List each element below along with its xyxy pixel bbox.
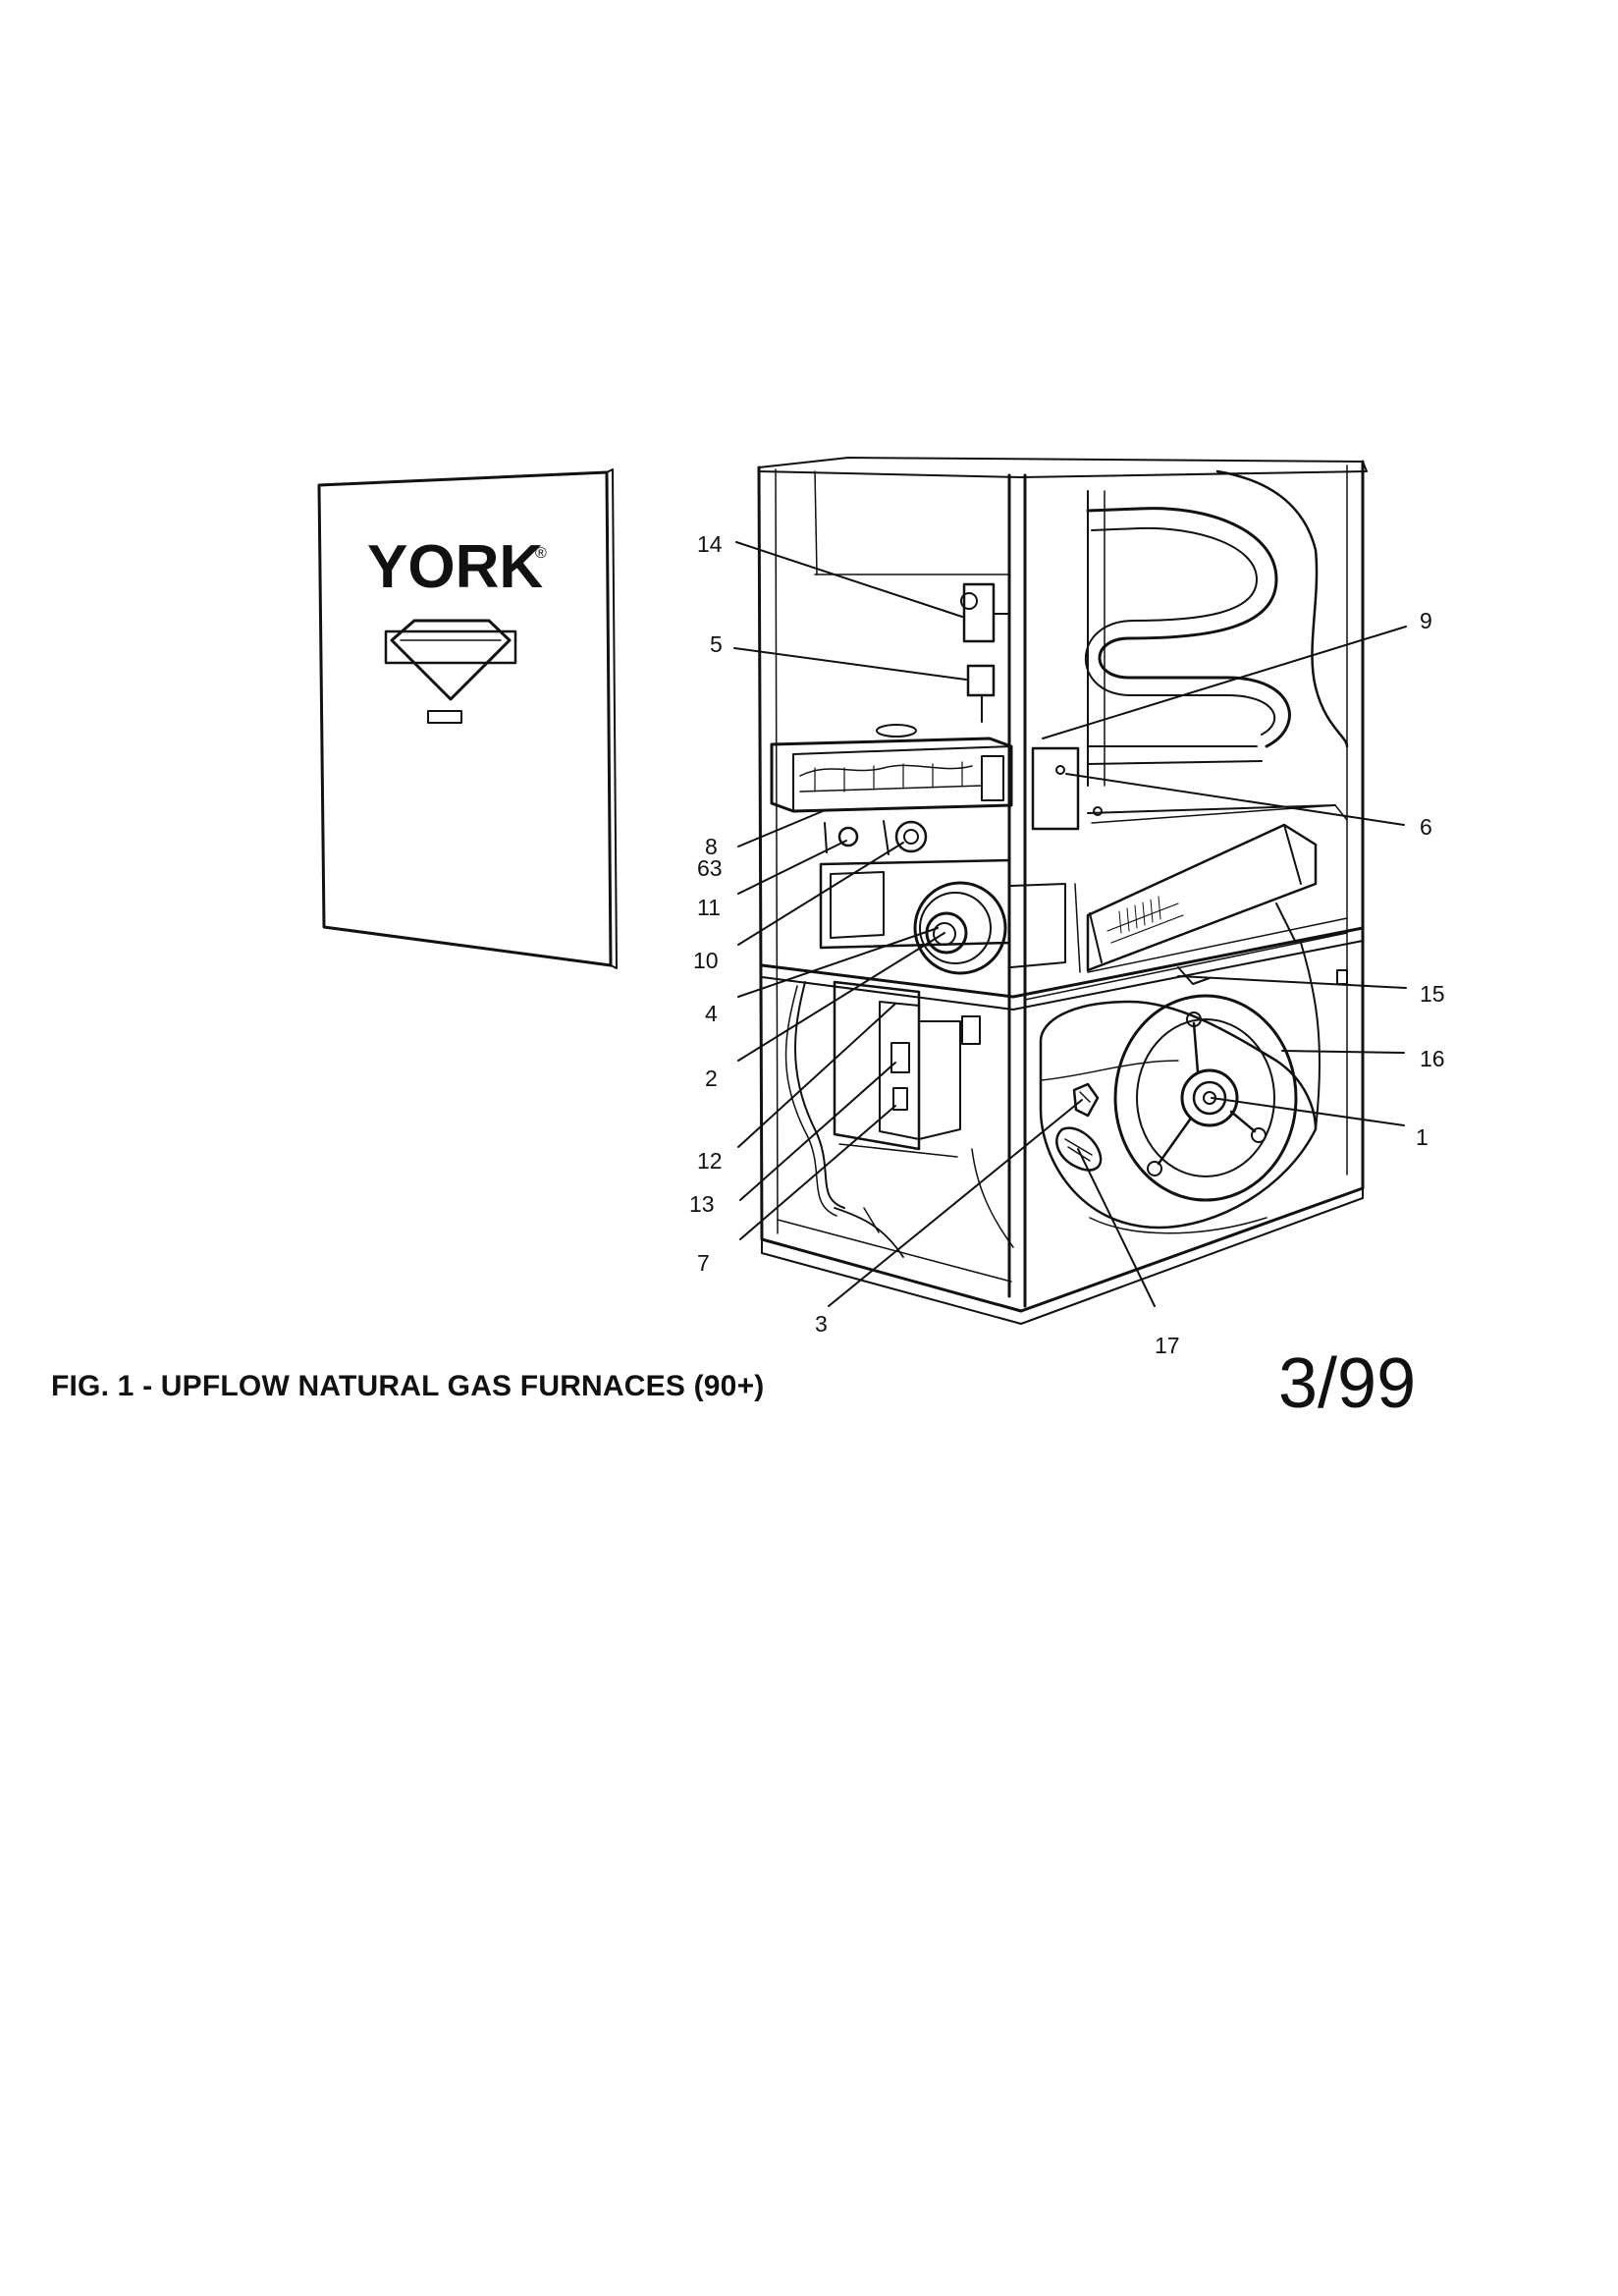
- callout-3: 3: [815, 1311, 828, 1337]
- limit-switch-bracket: [1177, 966, 1348, 985]
- pressure-switch: [1031, 746, 1080, 831]
- callout-7: 7: [697, 1250, 710, 1276]
- leader-line-6: [1065, 773, 1405, 826]
- gas-valve-assembly: [960, 582, 1010, 723]
- callout-6: 6: [1420, 814, 1432, 840]
- leader-line-13: [739, 1062, 896, 1201]
- callout-13: 13: [689, 1191, 715, 1217]
- leader-line-2: [737, 932, 945, 1062]
- leader-line-1: [1211, 1097, 1405, 1126]
- callout-1: 1: [1416, 1124, 1429, 1150]
- leader-line-7: [739, 1105, 896, 1240]
- heat-exchanger: [1085, 469, 1349, 816]
- callout-labels: 14 5 9 6 8 63 11 10 4 15 16 2 1 12 13 7 …: [689, 531, 1445, 1358]
- callout-10: 10: [693, 948, 719, 973]
- york-logo-text: YORK: [367, 533, 543, 601]
- leader-line-9: [1042, 626, 1407, 739]
- control-board: [833, 980, 981, 1158]
- callout-4: 4: [705, 1001, 718, 1026]
- callout-8: 8: [705, 834, 718, 859]
- leader-line-10: [737, 842, 904, 946]
- figure-date: 3/99: [1278, 1344, 1417, 1423]
- callout-15: 15: [1420, 981, 1445, 1007]
- burner-assembly: [770, 724, 1013, 813]
- callout-16: 16: [1420, 1046, 1445, 1071]
- door-interlock-switch: [1072, 1082, 1100, 1118]
- callout-5: 5: [710, 631, 723, 657]
- figure-caption: FIG. 1 - UPFLOW NATURAL GAS FURNACES (90…: [51, 1370, 765, 1402]
- callout-17: 17: [1155, 1333, 1180, 1358]
- circulating-blower: [1039, 942, 1321, 1234]
- leader-line-11: [737, 840, 847, 895]
- leader-line-14: [735, 541, 963, 618]
- leader-lines: [733, 541, 1407, 1307]
- igniter-controls: [824, 820, 928, 855]
- callout-14: 14: [697, 531, 723, 557]
- callout-11: 11: [697, 895, 721, 920]
- front-door-panel: [317, 468, 618, 969]
- callout-9: 9: [1420, 608, 1432, 633]
- leader-line-17: [1077, 1148, 1156, 1307]
- callout-2: 2: [705, 1066, 718, 1091]
- leader-line-8: [737, 810, 824, 847]
- registered-mark: ®: [535, 545, 547, 562]
- vent-pipe: [1086, 804, 1348, 973]
- wiring-harness: [784, 981, 1014, 1258]
- callout-63: 63: [697, 855, 723, 881]
- leader-line-4: [737, 927, 939, 998]
- access-opening: [1055, 1126, 1103, 1172]
- leader-line-12: [737, 1003, 896, 1148]
- inducer-blower: [819, 858, 1081, 975]
- leader-line-15: [1177, 975, 1407, 989]
- leader-line-5: [733, 647, 967, 681]
- leader-line-16: [1281, 1050, 1405, 1054]
- york-logo-emblem: [384, 619, 517, 724]
- leader-line-3: [828, 1099, 1083, 1307]
- callout-12: 12: [697, 1148, 723, 1174]
